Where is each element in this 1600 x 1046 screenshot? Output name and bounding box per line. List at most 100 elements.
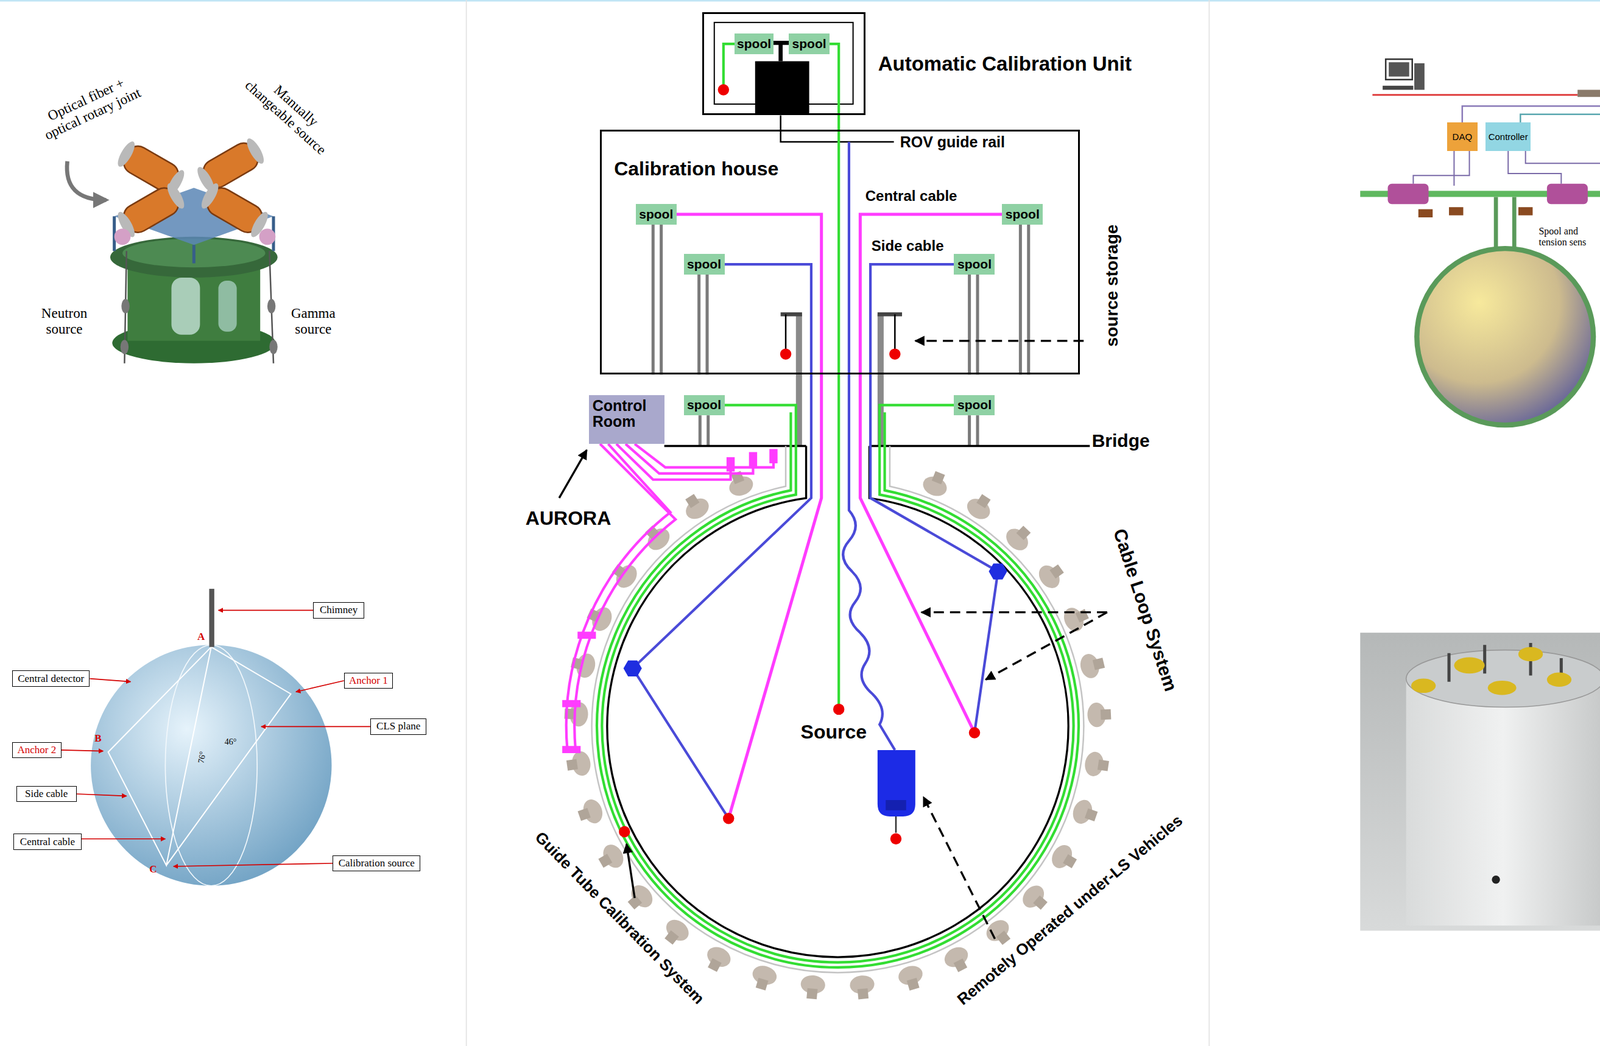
source-device xyxy=(194,136,267,195)
pointer-arrow xyxy=(923,797,995,940)
spool-rods xyxy=(651,224,655,375)
aurora-cables xyxy=(566,444,774,751)
aurora-cables xyxy=(574,444,676,750)
daq-box: DAQ xyxy=(1447,122,1478,152)
system-schematic xyxy=(1388,183,1429,205)
pmt-symbol xyxy=(566,759,578,772)
pmt-symbol xyxy=(565,750,593,778)
part-label: Manually changeable source xyxy=(237,62,345,163)
aurora-marker xyxy=(577,632,596,640)
source-device xyxy=(124,250,274,363)
node-text: Central cable xyxy=(20,836,75,849)
system-schematic xyxy=(1385,59,1413,80)
node-text: spool xyxy=(792,36,827,52)
spool-rods xyxy=(976,274,980,375)
angle-label: 76° xyxy=(196,750,208,765)
pmt-symbol xyxy=(963,490,998,524)
spool-box: spool xyxy=(953,395,995,416)
system-label: Guide Tube Calibration System xyxy=(531,828,708,1009)
leader-line xyxy=(218,609,314,611)
pmt-symbol xyxy=(1034,561,1065,593)
system-schematic xyxy=(1414,63,1425,91)
cls-sphere xyxy=(208,588,214,648)
pmt-symbol xyxy=(643,524,675,555)
pmt-symbol xyxy=(685,493,700,508)
pmt-symbol xyxy=(799,974,827,1001)
system-schematic xyxy=(1577,89,1600,97)
pmt-symbol xyxy=(701,943,734,976)
spool-box: spool xyxy=(734,33,774,55)
photo xyxy=(1491,875,1500,884)
aurora-cables xyxy=(625,444,753,474)
source-device xyxy=(267,299,276,314)
pmt-symbol xyxy=(1083,750,1111,779)
pmt-symbol xyxy=(1100,709,1111,721)
spool-rods xyxy=(652,224,1029,447)
pmt-symbol xyxy=(920,468,952,500)
calibration-unit-parts xyxy=(755,61,810,115)
node-text: spool xyxy=(957,397,992,413)
system-schematic xyxy=(1418,209,1433,218)
spool-rods xyxy=(1026,224,1030,375)
pmt-symbol xyxy=(982,916,1013,946)
aurora-marker xyxy=(749,452,758,467)
system-schematic xyxy=(1495,196,1515,253)
system-schematic xyxy=(1520,114,1600,123)
spool-rods xyxy=(706,415,710,446)
source-dot xyxy=(890,833,902,845)
pmt-symbol xyxy=(1087,702,1112,728)
system-label: Remotely Operated under-LS Vehicles xyxy=(954,811,1188,1010)
bridge xyxy=(664,445,1091,448)
spool-box: spool xyxy=(683,253,725,275)
aurora-marker xyxy=(726,457,735,472)
calibration-cables xyxy=(859,214,1002,733)
pmt-symbol xyxy=(575,797,607,829)
pmt-symbol xyxy=(595,841,628,875)
angle-label: 46° xyxy=(224,736,237,747)
system-schematic xyxy=(1413,151,1600,186)
source-device xyxy=(243,136,267,167)
part-label: source storage xyxy=(1102,224,1122,348)
pmt-symbol xyxy=(612,561,642,593)
photo xyxy=(1411,679,1436,694)
node-text: spool xyxy=(687,397,722,413)
pmt-symbol xyxy=(1062,854,1077,869)
node-text: spool xyxy=(638,207,674,222)
pointer-arrow xyxy=(921,611,1108,614)
point-letter: C xyxy=(149,863,157,876)
system-schematic xyxy=(1414,246,1596,428)
node-text: Central detector xyxy=(17,673,85,686)
pmt-symbol xyxy=(755,978,769,991)
pmt-symbol xyxy=(906,978,920,991)
pmt-symbol xyxy=(1097,760,1110,772)
pmt-symbol xyxy=(1032,895,1048,911)
point-letter: B xyxy=(94,733,102,746)
unit-box: Automatic Calibration Unitspoolspool xyxy=(702,12,866,116)
rov-vehicle xyxy=(877,750,916,817)
leader-line xyxy=(76,794,127,797)
node-text: Automatic Calibration Unit xyxy=(878,52,1132,76)
system-schematic xyxy=(1462,105,1600,123)
spool-box: spool xyxy=(635,204,677,225)
source-dot xyxy=(623,660,642,677)
part-label: Source xyxy=(800,720,867,744)
node-text: spool xyxy=(687,257,722,272)
node-text: Calibration house xyxy=(613,157,779,181)
source-device xyxy=(121,299,130,314)
photo xyxy=(1518,647,1543,662)
system-label: AURORA xyxy=(525,507,611,530)
node-text: Anchor 1 xyxy=(348,674,388,688)
node-text: Calibration source xyxy=(338,857,415,870)
controller-box: Controller xyxy=(1485,122,1531,152)
calibration-cables xyxy=(723,43,735,85)
system-schematic xyxy=(1360,59,1600,428)
spool-rods xyxy=(705,274,709,375)
source-device xyxy=(269,339,278,354)
callout-box: Chimney xyxy=(313,602,365,619)
rov-vehicle xyxy=(877,750,916,817)
spool-rods xyxy=(1018,224,1023,375)
source-storage xyxy=(780,348,792,360)
pmt-symbol xyxy=(1049,564,1064,579)
spool-rods xyxy=(659,224,663,375)
